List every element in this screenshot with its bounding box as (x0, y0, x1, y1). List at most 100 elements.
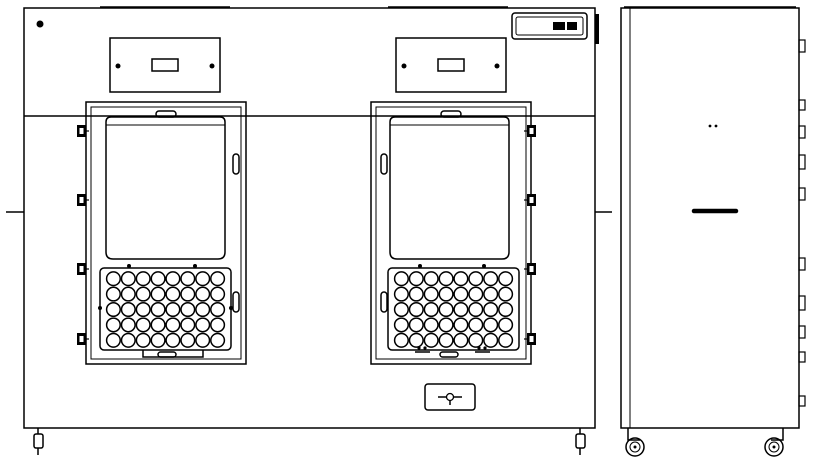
tube-slot (408, 332, 424, 348)
tube-slot (105, 301, 121, 318)
tube-slot (468, 332, 484, 348)
door-left (85, 101, 247, 365)
tube-rack-left (105, 271, 226, 348)
tube-slot (210, 271, 226, 287)
side-fitting (798, 295, 806, 311)
hinge (77, 194, 89, 206)
tube-slot (393, 301, 409, 318)
side-fitting (798, 154, 806, 170)
tube-slot (453, 317, 469, 333)
hinge (77, 125, 89, 137)
tube-rack-right (393, 271, 514, 348)
side-fitting (798, 187, 806, 201)
tube-slot (195, 332, 211, 348)
side-fitting (798, 257, 806, 271)
hinge (524, 194, 536, 206)
side-fitting (798, 351, 806, 363)
tube-slot (105, 286, 121, 302)
tube-slot (195, 271, 211, 287)
tube-slot (483, 301, 499, 318)
tube-slot (150, 286, 166, 302)
side-dot (708, 124, 712, 128)
side-view (620, 6, 806, 457)
tube-slot (195, 317, 211, 333)
tube-slot (180, 286, 196, 302)
tube-slot (165, 332, 181, 348)
tube-slot (210, 286, 226, 302)
tube-slot (165, 317, 181, 333)
tube-slot (453, 332, 469, 348)
tube-slot (393, 317, 409, 333)
tube-slot (498, 301, 514, 318)
control-panel (511, 12, 588, 40)
tube-slot (120, 286, 136, 302)
tube-slot (408, 286, 424, 302)
tube-slot (150, 332, 166, 348)
right-top-notch (595, 14, 599, 44)
front-caster-left (33, 428, 44, 455)
tube-slot (498, 286, 514, 302)
door-hinges (77, 125, 536, 345)
tube-slot (210, 332, 226, 348)
top-panel-right (395, 37, 507, 93)
front-view (6, 6, 612, 455)
tube-slot (438, 301, 454, 318)
tube-slot (468, 271, 484, 287)
tube-slot (498, 317, 514, 333)
tube-slot (150, 317, 166, 333)
tube-slot (150, 301, 166, 318)
hinge (77, 333, 89, 345)
side-fitting (798, 39, 806, 53)
hinge (524, 125, 536, 137)
tube-slot (180, 332, 196, 348)
tube-slot (453, 286, 469, 302)
lower-latch (424, 383, 476, 411)
tube-slot (165, 286, 181, 302)
tube-slot (408, 301, 424, 318)
tube-slot (105, 271, 121, 287)
tube-slot (165, 271, 181, 287)
tube-slot (393, 332, 409, 348)
door-right (370, 101, 532, 365)
tube-slot (453, 271, 469, 287)
tube-slot (423, 286, 439, 302)
tube-slot (120, 271, 136, 287)
tube-slot (468, 301, 484, 318)
side-caster-left (625, 428, 645, 457)
tube-slot (468, 317, 484, 333)
tube-slot (483, 332, 499, 348)
side-fitting (798, 125, 806, 139)
tube-slot (393, 286, 409, 302)
side-protrusions (798, 39, 806, 407)
front-caster-right (575, 428, 586, 455)
tube-slot (180, 317, 196, 333)
tube-slot (210, 301, 226, 318)
tube-slot (438, 332, 454, 348)
tube-slot (105, 332, 121, 348)
tube-slot (135, 332, 151, 348)
tube-slot (210, 317, 226, 333)
tube-slot (105, 317, 121, 333)
tube-slot (408, 317, 424, 333)
hinge (77, 263, 89, 275)
tube-slot (180, 271, 196, 287)
tube-slot (483, 271, 499, 287)
tube-slot (120, 317, 136, 333)
tube-slot (498, 332, 514, 348)
top-panel-left (109, 37, 221, 93)
tube-slot (423, 317, 439, 333)
tube-slot (135, 317, 151, 333)
tube-slot (423, 301, 439, 318)
tube-slot (423, 271, 439, 287)
side-dot (714, 124, 718, 128)
tube-slot (135, 271, 151, 287)
tube-slot (408, 271, 424, 287)
tube-slot (483, 286, 499, 302)
side-body (620, 7, 800, 429)
hinge (524, 263, 536, 275)
tube-slot (393, 271, 409, 287)
tube-slot (195, 301, 211, 318)
tube-slot (438, 271, 454, 287)
